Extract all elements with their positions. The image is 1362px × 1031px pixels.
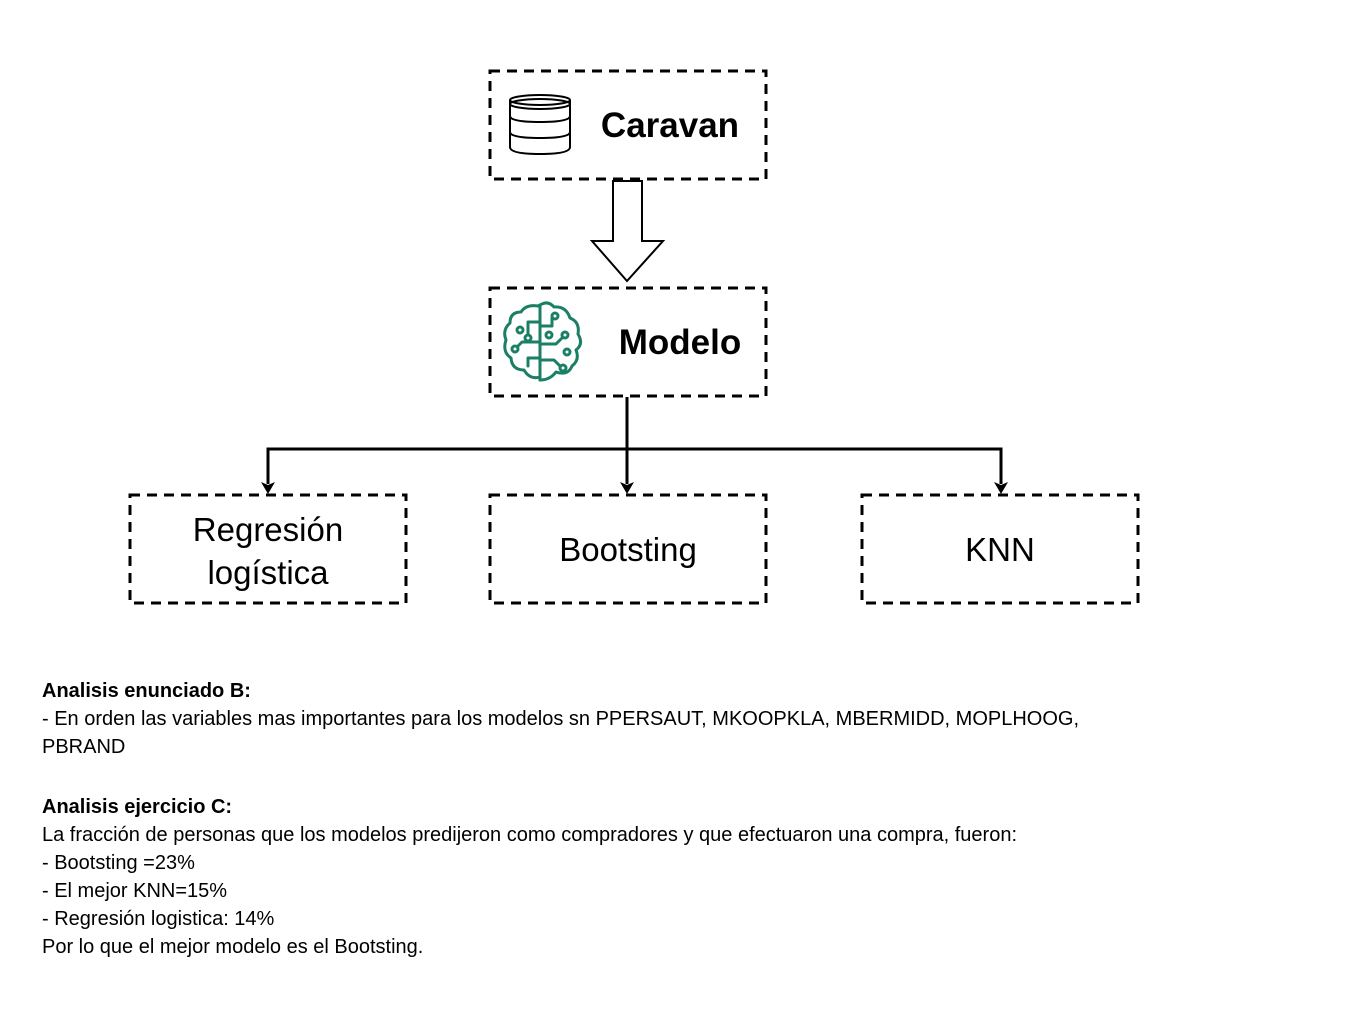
analysis-b-heading: Analisis enunciado B: <box>42 680 251 702</box>
ai-brain-circuit-icon <box>503 301 583 382</box>
connectors <box>266 397 1003 484</box>
knn-node[interactable]: KNN <box>860 493 1140 605</box>
caravan-label: Caravan <box>601 106 739 145</box>
arrowheads <box>261 482 1008 494</box>
analysis-c-line: La fracción de personas que los modelos … <box>42 824 1018 846</box>
analysis-c-line: - Bootsting =23% <box>42 852 195 874</box>
analysis-c-line: - El mejor KNN=15% <box>42 880 228 902</box>
arrowhead-knn <box>994 482 1008 494</box>
arrowhead-regresion <box>261 482 275 494</box>
analysis-b-section: Analisis enunciado B: - En orden las var… <box>42 677 1332 761</box>
bootsting-label: Bootsting <box>559 531 697 568</box>
analysis-b-line: - En orden las variables mas importantes… <box>42 708 1080 730</box>
regresion-label-line2: logística <box>207 554 329 591</box>
regresion-label-line1: Regresión <box>193 511 343 548</box>
flow-down-arrow <box>589 180 666 283</box>
knn-label: KNN <box>965 531 1035 568</box>
arrowhead-bootsting <box>620 482 634 494</box>
bootsting-node[interactable]: Bootsting <box>488 493 768 605</box>
database-icon <box>509 94 571 156</box>
caravan-node[interactable]: Caravan <box>488 69 768 181</box>
analysis-c-section: Analisis ejercicio C: La fracción de per… <box>42 793 1332 961</box>
modelo-node[interactable]: Modelo <box>488 286 768 398</box>
analysis-c-heading: Analisis ejercicio C: <box>42 796 233 818</box>
regresion-logistica-node[interactable]: Regresión logística <box>128 493 408 605</box>
analysis-c-line: - Regresión logistica: 14% <box>42 908 275 930</box>
modelo-label: Modelo <box>619 323 741 362</box>
analysis-c-line: Por lo que el mejor modelo es el Bootsti… <box>42 936 424 958</box>
analysis-b-line: PBRAND <box>42 736 126 758</box>
